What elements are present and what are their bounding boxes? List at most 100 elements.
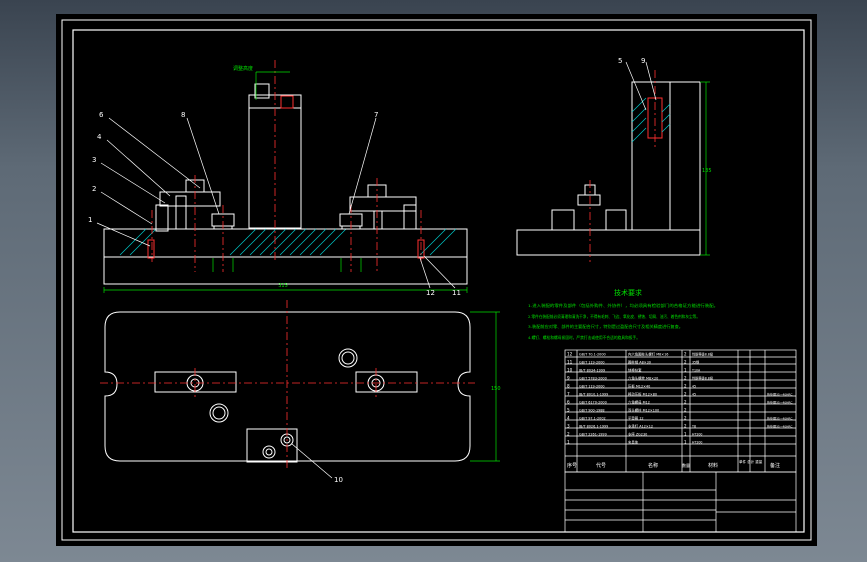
bom-header-code: 代号: [596, 462, 606, 469]
bom-table: [564, 349, 797, 533]
front-leaders: [96, 117, 456, 289]
plan-height-dim: 150: [491, 386, 501, 392]
bom-cell-note: 热处理35~40HRC: [767, 392, 792, 397]
tech-line-2: 2.零件在装配前必须清理和清洗干净，不得有毛刺、飞边、氧化皮、锈蚀、切屑、油污、…: [528, 314, 700, 319]
bom-cell-no: 6: [567, 400, 570, 405]
side-centerlines: [589, 70, 656, 262]
bom-header-note: 备注: [770, 462, 780, 469]
side-leaders: [625, 61, 657, 111]
side-view: [516, 81, 701, 256]
balloon-9: 9: [641, 57, 645, 65]
side-hatch: [631, 97, 671, 143]
bom-cell-name: 压板 M12×40: [628, 384, 650, 389]
bom-cell-no: 5: [567, 408, 570, 413]
balloon-6: 6: [99, 111, 104, 119]
balloon-2: 2: [92, 185, 96, 193]
bom-cell-qty: 2: [684, 416, 687, 421]
bom-cell-no: 3: [567, 424, 570, 429]
bom-cell-no: 9: [567, 376, 570, 381]
balloon-10: 10: [334, 476, 343, 484]
balloon-7: 7: [374, 111, 378, 119]
bom-cell-no: 2: [567, 432, 570, 437]
bom-cell-qty: 2: [684, 408, 687, 413]
balloon-1: 1: [88, 216, 92, 224]
bom-cell-name: 夹具体: [628, 440, 639, 445]
bom-cell-name: 双头螺柱 M12×100: [628, 408, 659, 413]
front-balloons: 6 4 3 2 1 8 7 12 11: [88, 111, 461, 297]
bom-cell-qty: 2: [684, 376, 687, 381]
bom-cell-qty: 2: [684, 360, 687, 365]
bom-cell-qty: 2: [684, 392, 687, 397]
bom-cell-mat: 性能等级8.8级: [692, 376, 714, 381]
side-height-dim: 135: [702, 168, 712, 174]
balloon-3: 3: [92, 156, 96, 164]
bom-cell-qty: 2: [684, 352, 687, 357]
bom-cell-no: 11: [567, 360, 573, 365]
front-top-note: 调整高度: [233, 65, 253, 72]
bom-cell-note: 热处理35~40HRC: [767, 424, 792, 429]
bom-cell-qty: 2: [684, 384, 687, 389]
bom-cell-no: 4: [567, 416, 570, 421]
drawing-sheet: [56, 14, 817, 546]
bom-cell-code: GB/T 5783-2000: [579, 377, 607, 381]
balloon-4: 4: [97, 133, 102, 141]
bom-cell-code: JB/T 8026.1-1999: [578, 425, 608, 429]
sheet-inner-border: [72, 29, 805, 533]
bom-cell-mat: T10A: [691, 369, 701, 373]
bom-cell-code: GB/T 6170-2000: [579, 401, 607, 405]
bom-cell-name: 内六角圆柱头螺钉 M8×16: [628, 352, 668, 357]
balloon-11: 11: [452, 289, 461, 297]
bom-cell-no: 7: [567, 392, 570, 397]
bom-cell-code: GB/T 2261-1999: [579, 433, 607, 437]
bom-cell-note: 热处理35~40HRC: [767, 400, 792, 405]
bom-cell-mat: HT200: [692, 441, 702, 445]
bom-cell-no: 12: [567, 352, 573, 357]
bom-header-no: 序号: [567, 462, 577, 469]
bom-cell-qty: 1: [684, 368, 687, 373]
bom-cell-qty: 2: [684, 400, 687, 405]
bom-cell-name: 支承钉 A12×12: [628, 424, 653, 429]
bom-cell-code: GB/T 900-1988: [579, 409, 605, 413]
bom-cell-name: 支座 ZG230: [628, 432, 647, 437]
bom-cell-code: GB/T 70.1-2000: [579, 353, 606, 357]
bom-cell-no: 1: [567, 440, 570, 445]
balloon-5: 5: [618, 57, 622, 65]
front-overall-dim: 315: [278, 283, 288, 289]
bom-cell-qty: 1: [684, 440, 687, 445]
bom-cell-mat: 35钢: [692, 360, 699, 365]
bom-cell-mat: 性能等级8.8级: [692, 352, 714, 357]
plan-centerlines: [100, 300, 475, 470]
side-dimensions: [700, 81, 710, 256]
plan-dimensions: [470, 311, 500, 462]
tech-line-1: 1.进入装配的零件及部件（包括外购件、外协件），均必须具有检验部门的合格证方能进…: [528, 303, 718, 308]
bom-header-name: 名称: [648, 462, 658, 469]
tech-line-4: 4.螺钉、螺栓和螺母紧固时，严禁打击或使用不合适的旋具和扳手。: [528, 335, 640, 340]
bom-cell-no: 8: [567, 384, 570, 389]
front-view-dimensions: [103, 71, 468, 293]
balloon-8: 8: [181, 111, 185, 119]
bom-header-mat: 材料: [708, 462, 718, 469]
tech-line-3: 3.装配前应对零、部件的主要配合尺寸，特别是过盈配合尺寸及相关精度进行复查。: [528, 324, 683, 329]
bom-cell-mat: T8: [691, 425, 696, 429]
balloon-12: 12: [426, 289, 435, 297]
sheet-outer-border: [61, 19, 812, 541]
bom-cell-note: 热处理35~40HRC: [767, 416, 792, 421]
bom-cell-name: 平垫圈 12: [628, 416, 644, 421]
bom-cell-name: 六角头螺栓 M8×20: [628, 376, 658, 381]
front-view-centerlines: [151, 60, 422, 272]
bom-cell-code: JB/T 8034-1999: [578, 369, 605, 373]
bom-header: 序号 代号 名称 数量 材料 单件 总计 重量 备注: [567, 459, 780, 469]
bom-cell-name: 圆柱销 A8×30: [628, 360, 651, 365]
tech-requirements: 技术要求 1.进入装配的零件及部件（包括外购件、外协件），均必须具有检验部门的合…: [528, 288, 718, 340]
bom-header-qty: 数量: [682, 462, 690, 468]
bom-cell-name: 移动压板 M12×80: [628, 392, 657, 397]
bom-header-weight: 单件 总计 重量: [739, 459, 763, 464]
plan-leader-10: [291, 443, 333, 479]
bom-cell-code: GB/T 119-2000: [579, 361, 605, 365]
bom-cell-no: 10: [567, 368, 573, 373]
bom-cell-qty: 2: [684, 424, 687, 429]
bom-cell-code: JB/T 8010.1-1999: [578, 393, 608, 397]
tech-title: 技术要求: [614, 288, 642, 297]
